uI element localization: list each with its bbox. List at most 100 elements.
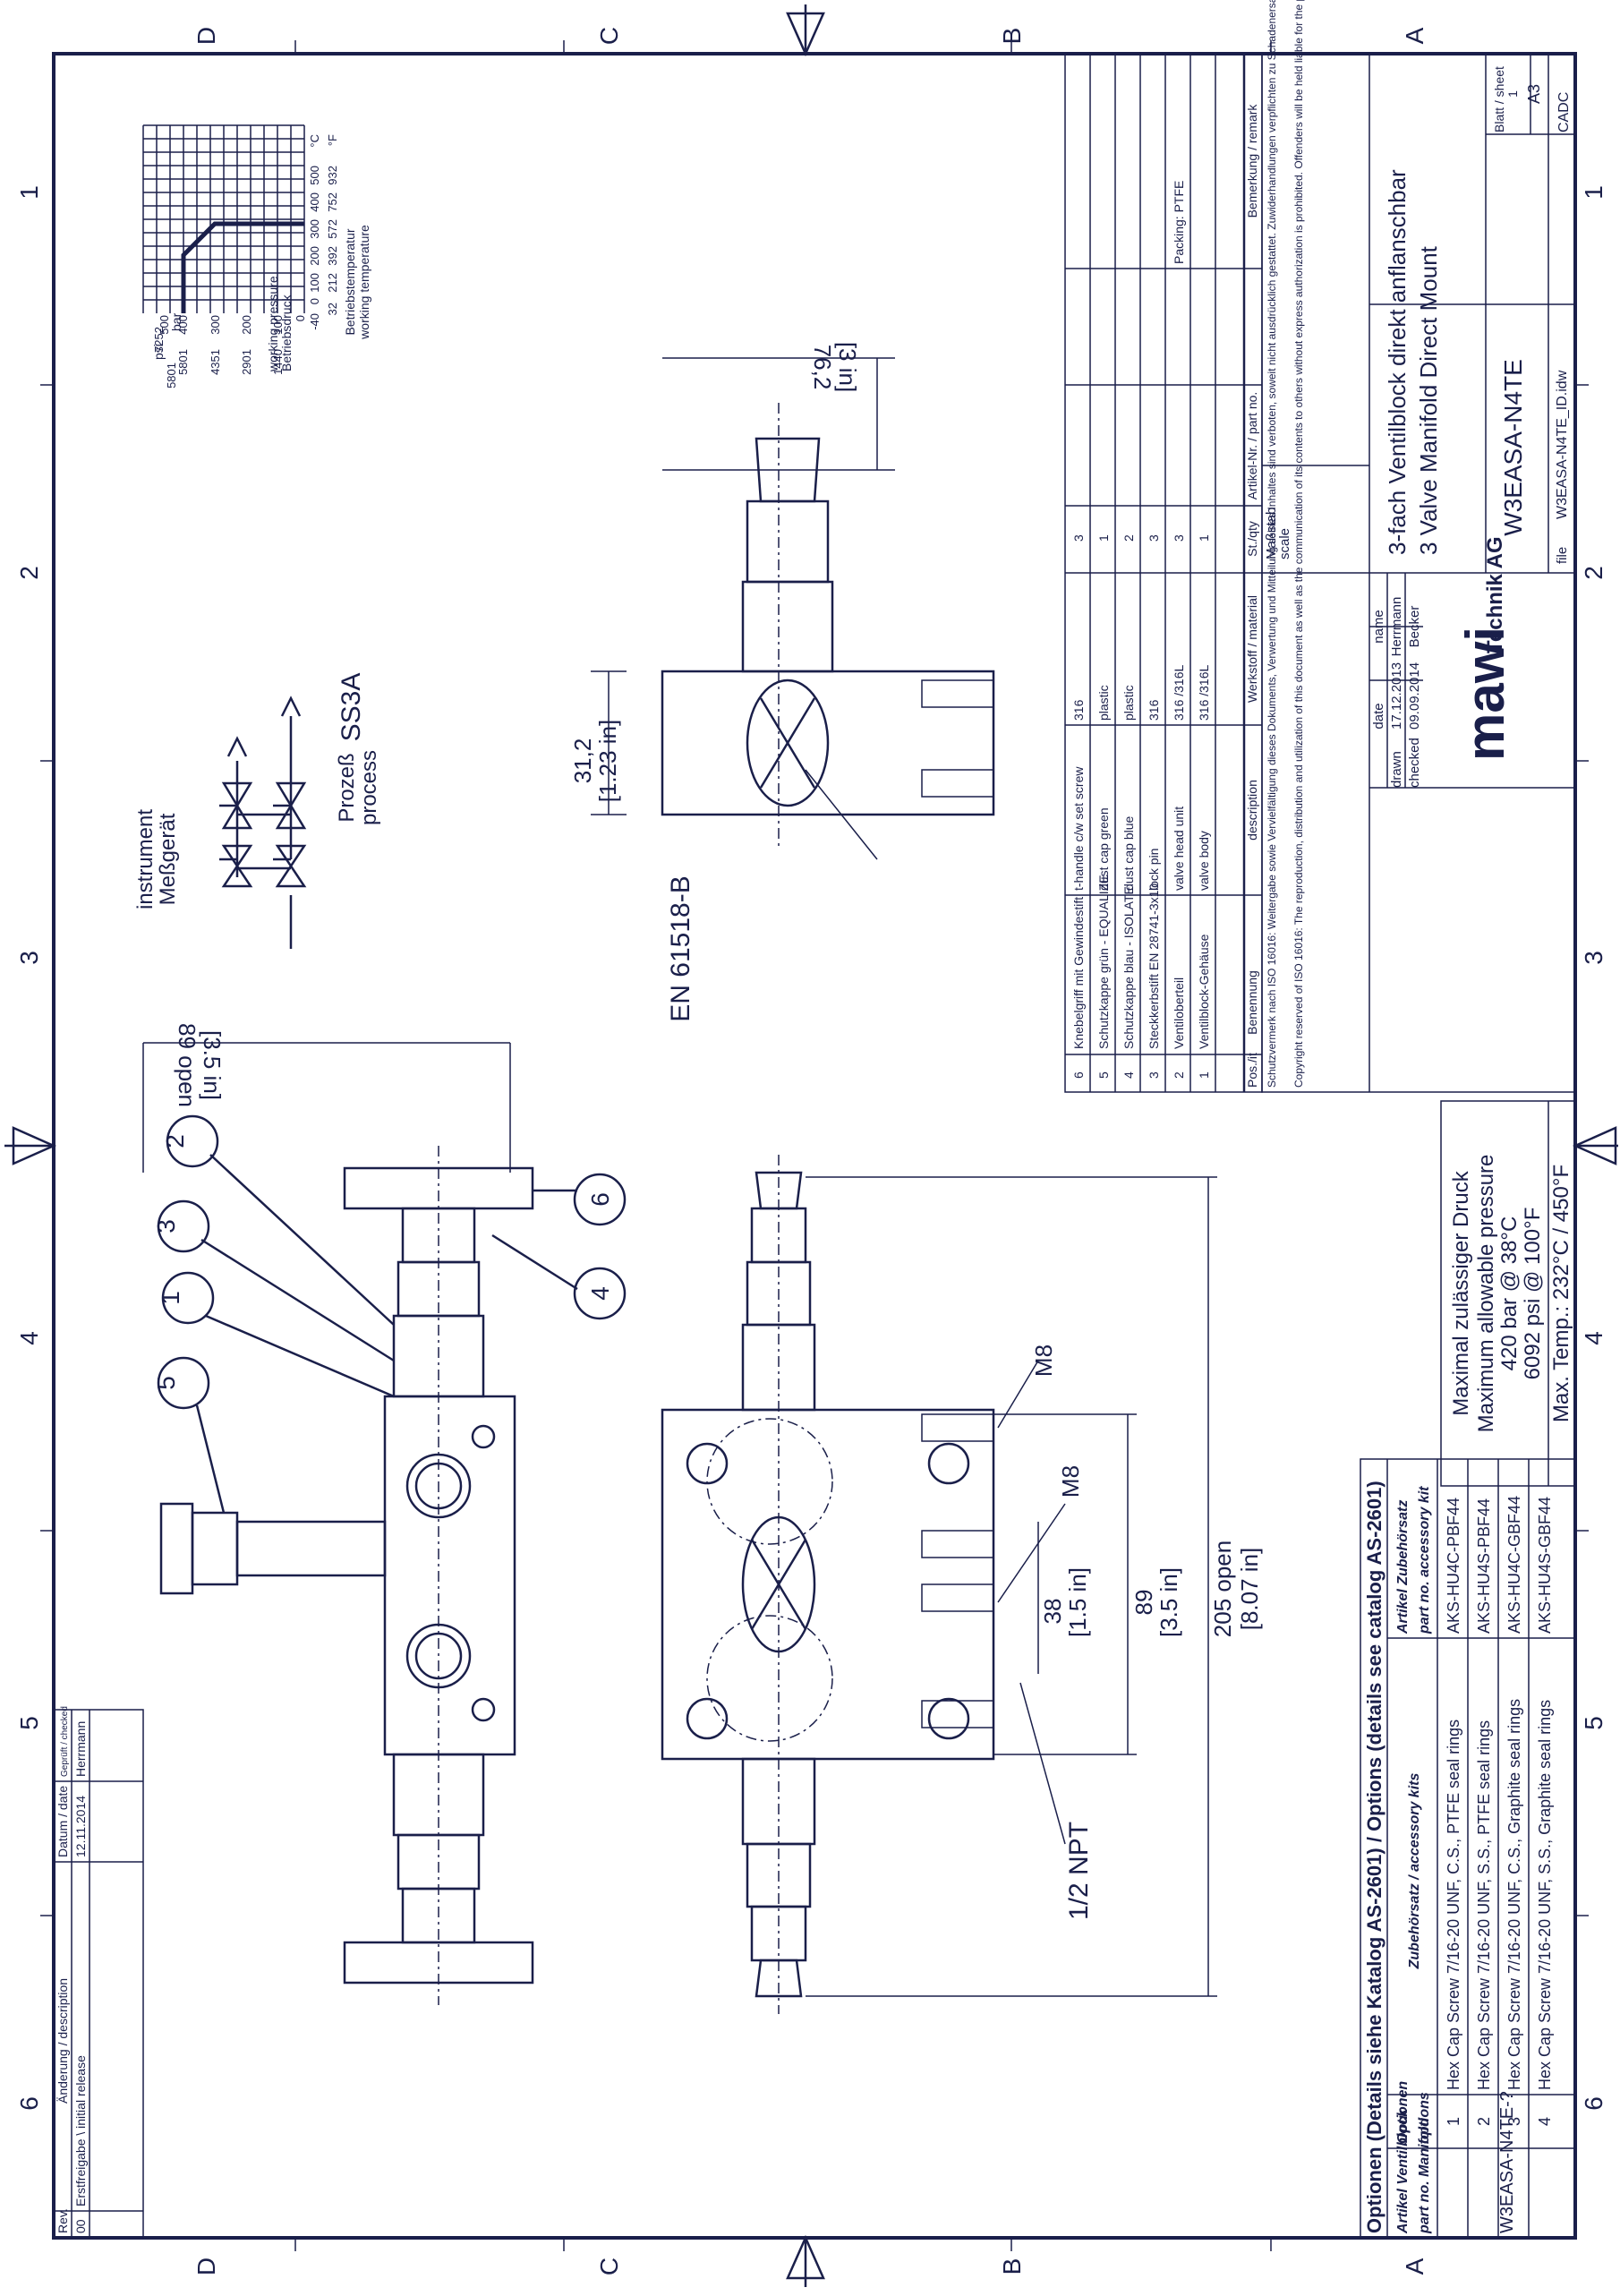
rev-desc-header: Änderung / description [55, 1978, 70, 2104]
table-row: 6 Knebelgriff mit Gewindestift t-handle … [1071, 534, 1086, 1079]
pressure-line-2: Maximum allowable pressure [1474, 1155, 1498, 1433]
parts-header-partno: Artikel-Nr. / part no. [1245, 392, 1259, 500]
pressure-temperature-chart: psi bar 7252 5801 500 400 300 200 100 0 … [142, 124, 371, 388]
svg-text:AKS-HU4C-PBF44: AKS-HU4C-PBF44 [1445, 1498, 1462, 1634]
dimension-lines [142, 357, 1217, 1997]
title-block: Schutzvermerk nach ISO 16016: Weitergabe… [1261, 0, 1576, 1093]
f-tick: 32 [326, 303, 339, 315]
options-header-kitno-de: Artikel Zubehörsatz [1395, 1500, 1411, 1635]
svg-text:Hex Cap Screw 7/16-20 UNF, C.S: Hex Cap Screw 7/16-20 UNF, C.S., PTFE se… [1445, 1720, 1462, 2090]
psi-tick: 2901 [240, 349, 253, 375]
zone-numbers: 1 2 3 4 5 6 1 2 3 4 5 6 [15, 185, 1607, 2111]
f-tick: 212 [326, 273, 339, 293]
svg-text:3: 3 [1147, 534, 1161, 542]
c-tick: 100 [308, 273, 321, 293]
c-tick: 300 [308, 219, 321, 239]
pressure-line-3: 420 bar @ 38°C [1497, 1216, 1522, 1371]
pressure-line-5: Max. Temp.: 232°C / 450°F [1549, 1165, 1573, 1422]
process-label-en: process [357, 750, 381, 825]
zone-number: 4 [15, 1331, 43, 1345]
parts-header-pos: Pos./it [1245, 1053, 1259, 1088]
dimension-texts: 89 open [3.5 in] 31,2 [1.23 in] 76,2 [3 … [174, 342, 1263, 1920]
f-unit: °F [326, 134, 339, 146]
valve-symbol [221, 844, 253, 888]
bar-tick: 0 [294, 315, 307, 321]
bar-tick: 200 [240, 315, 253, 335]
options-table: Optionen (Details siehe Katalog AS-2601)… [1360, 1458, 1576, 2239]
sheet-size: A3 [1525, 84, 1543, 104]
zone-letter: D [192, 2258, 220, 2275]
svg-text:6: 6 [1071, 1071, 1086, 1079]
svg-text:5: 5 [1096, 1071, 1111, 1079]
psi-tick: 1440 [271, 349, 285, 375]
svg-text:AKS-HU4C-GBF44: AKS-HU4C-GBF44 [1505, 1496, 1523, 1634]
svg-text:4: 4 [1536, 2117, 1554, 2126]
options-header-option-en: options [1417, 2092, 1432, 2144]
temp-axis-en: working temperature [357, 225, 371, 340]
f-tick: 932 [326, 166, 339, 185]
rev-date: 12.11.2014 [73, 1796, 88, 1857]
svg-text:plastic: plastic [1096, 685, 1111, 721]
svg-text:Packing: PTFE: Packing: PTFE [1172, 181, 1186, 264]
options-header-article-de: Artikel Ventilblock [1395, 2108, 1411, 2234]
options-header-kit: Zubehörsatz / accessory kits [1407, 1773, 1422, 1970]
svg-text:316 /316L: 316 /316L [1197, 665, 1211, 721]
svg-text:AKS-HU4S-GBF44: AKS-HU4S-GBF44 [1536, 1497, 1554, 1634]
svg-text:Hex Cap Screw 7/16-20 UNF, C.S: Hex Cap Screw 7/16-20 UNF, C.S., Graphit… [1505, 1699, 1523, 2090]
zone-number: 1 [15, 185, 43, 200]
rev-description: Erstfreigabe \ initial release [73, 2055, 88, 2206]
valve-symbol [275, 844, 307, 888]
table-row: 4 Hex Cap Screw 7/16-20 UNF, S.S., Graph… [1536, 1497, 1554, 2126]
rev-checked-header: Geprüft / checked [60, 1706, 70, 1777]
rev-header: Rev. [55, 2208, 70, 2233]
svg-text:lock pin: lock pin [1147, 849, 1161, 891]
bar-tick: 400 [176, 315, 190, 335]
drawing-title-en: 3 Valve Manifold Direct Mount [1415, 245, 1442, 555]
instrument-label: instrument [133, 809, 158, 909]
svg-text:2: 2 [1475, 2117, 1493, 2126]
date-header: date [1371, 703, 1386, 729]
parts-header-en: description [1245, 780, 1259, 841]
options-header-kitno-en: part no. accessory kit [1417, 1486, 1432, 1635]
file-label: file [1555, 547, 1570, 564]
thread-npt: 1/2 NPT [1064, 1822, 1094, 1920]
zone-letter: B [998, 28, 1026, 45]
zone-number: 3 [15, 951, 43, 965]
svg-text:Hex Cap Screw 7/16-20 UNF, S.S: Hex Cap Screw 7/16-20 UNF, S.S., PTFE se… [1475, 1720, 1493, 2090]
svg-text:316 /316L: 316 /316L [1172, 665, 1186, 721]
pressure-line-4: 6092 psi @ 100°F [1521, 1208, 1545, 1380]
parts-header-qty: St./qty [1245, 521, 1259, 557]
drawn-label: drawn [1389, 751, 1404, 788]
psi-tick: 4351 [209, 349, 222, 375]
balloon-number: 2 [161, 1134, 189, 1148]
file-name: W3EASA-N4TE_ID.idw [1555, 370, 1570, 519]
zone-number: 1 [1580, 185, 1607, 200]
options-header-article-en: part no. Manifold [1417, 2117, 1432, 2234]
pressure-curve [181, 221, 304, 313]
zone-letter: A [1401, 2258, 1428, 2275]
svg-text:2: 2 [1121, 534, 1136, 542]
bar-label: bar [169, 312, 183, 331]
svg-text:1: 1 [1445, 2117, 1462, 2126]
parts-header-material: Werkstoff / material [1245, 595, 1259, 703]
svg-text:dust cap blue: dust cap blue [1121, 816, 1136, 891]
schematic-code: SS3A [337, 673, 366, 742]
process-label-de: Prozeß [335, 753, 359, 822]
zone-number: 5 [1580, 1716, 1607, 1730]
table-row: 2 Ventiloberteil valve head unit 316 /31… [1172, 181, 1186, 1079]
svg-text:Ventiloberteil: Ventiloberteil [1172, 977, 1186, 1049]
parts-header-remark: Bemerkung / remark [1245, 104, 1259, 218]
checked-label: checked [1407, 738, 1422, 788]
svg-text:plastic: plastic [1121, 685, 1136, 721]
dim-31: 31,2 [569, 738, 596, 784]
balloon-number: 3 [152, 1219, 180, 1233]
zone-number: 6 [1580, 2096, 1607, 2111]
svg-text:Steckkerbstift EN 28741-3x10: Steckkerbstift EN 28741-3x10 [1147, 883, 1161, 1049]
svg-text:1: 1 [1197, 534, 1211, 542]
protect-note-de: Schutzvermerk nach ISO 16016: Weitergabe… [1266, 0, 1278, 1088]
zone-letter: A [1401, 27, 1428, 44]
table-row: 3 Hex Cap Screw 7/16-20 UNF, C.S., Graph… [1505, 1496, 1523, 2126]
temp-axis-de: Betriebstemperatur [343, 228, 357, 335]
